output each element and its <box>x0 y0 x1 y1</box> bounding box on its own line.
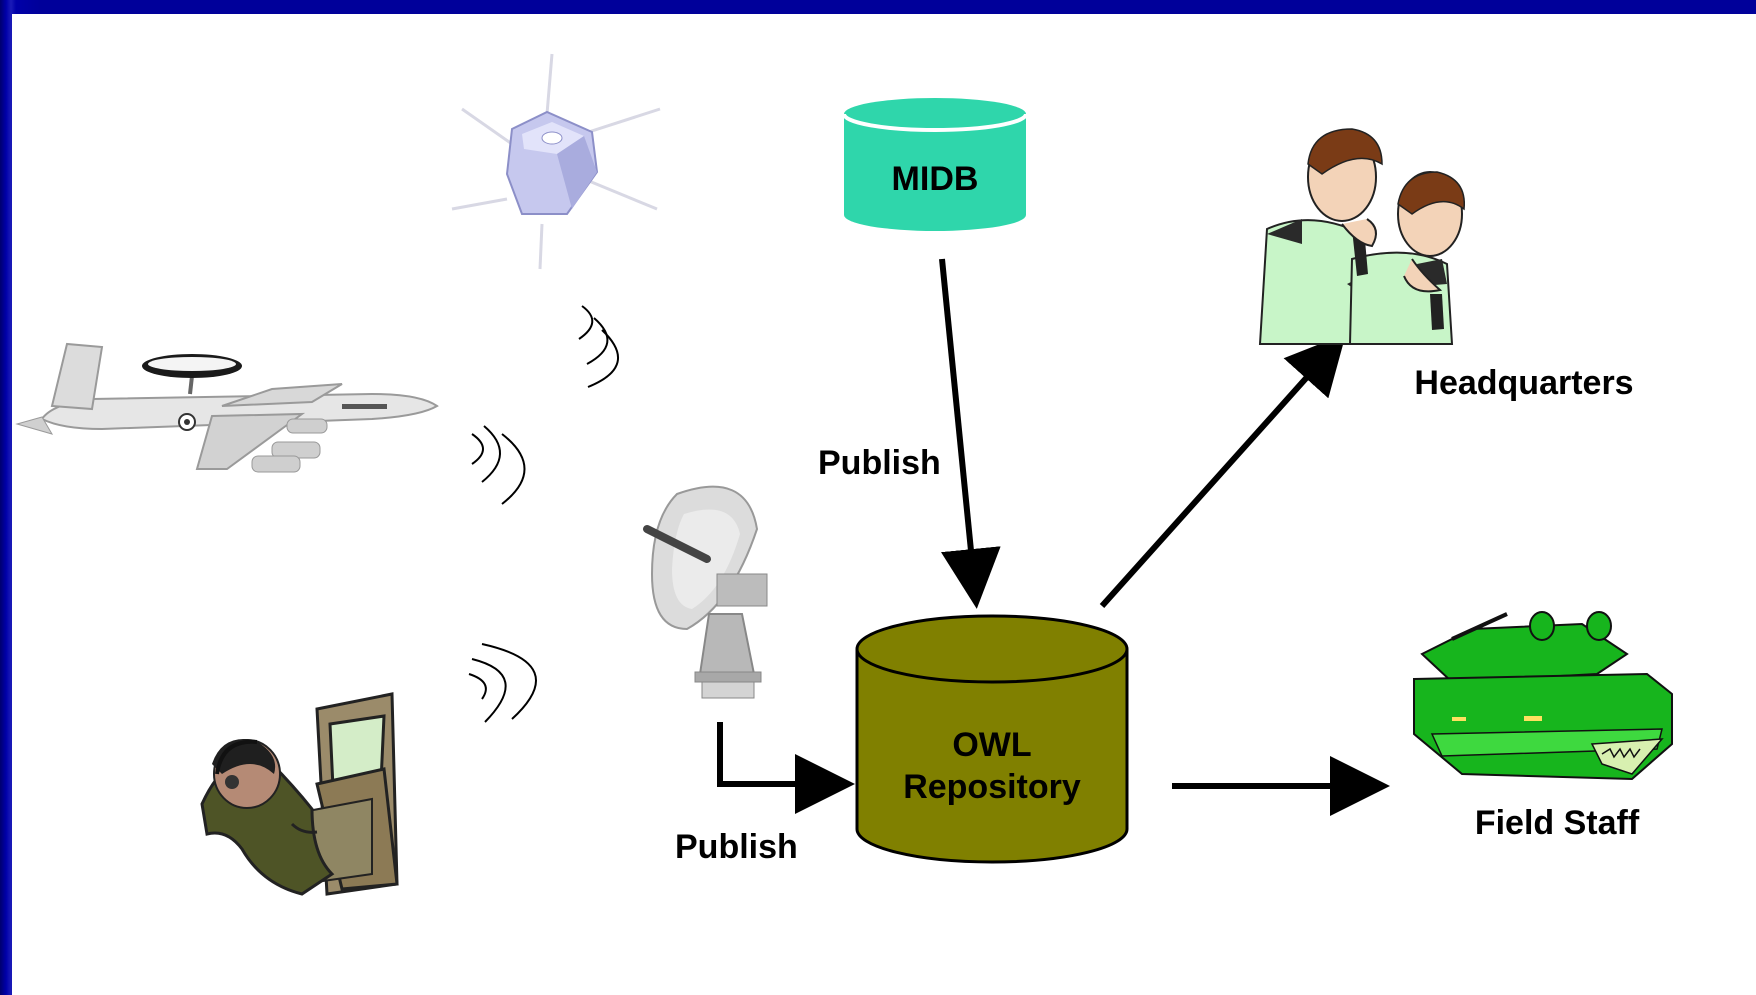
repository-label-line1: OWL <box>952 726 1031 764</box>
repository-label-line2: Repository <box>903 768 1081 806</box>
radio-waves-icon <box>471 425 526 505</box>
publish-label-top: Publish <box>818 444 941 482</box>
midb-label: MIDB <box>892 160 979 198</box>
slide-canvas: MIDB OWL Repository Publish Publish Head… <box>12 14 1756 995</box>
headquarters-label: Headquarters <box>1414 364 1633 402</box>
operator-console-icon <box>200 692 399 896</box>
arrow-repository-to-headquarters <box>1099 333 1347 609</box>
radio-waves-icon <box>578 305 619 388</box>
tank-icon <box>1413 611 1673 781</box>
publish-label-bottom: Publish <box>675 828 798 866</box>
midb-database <box>842 98 1028 231</box>
officers-icon <box>1258 128 1465 345</box>
arrow-radar-to-repository <box>717 722 855 814</box>
satellite-icon <box>451 53 661 270</box>
owl-repository-database <box>855 614 1129 864</box>
field-staff-label: Field Staff <box>1475 804 1640 842</box>
arrow-midb-to-repository <box>939 258 1001 609</box>
awacs-aircraft-icon <box>15 342 439 473</box>
radar-dish-icon <box>643 485 768 699</box>
radio-waves-icon <box>468 643 537 723</box>
